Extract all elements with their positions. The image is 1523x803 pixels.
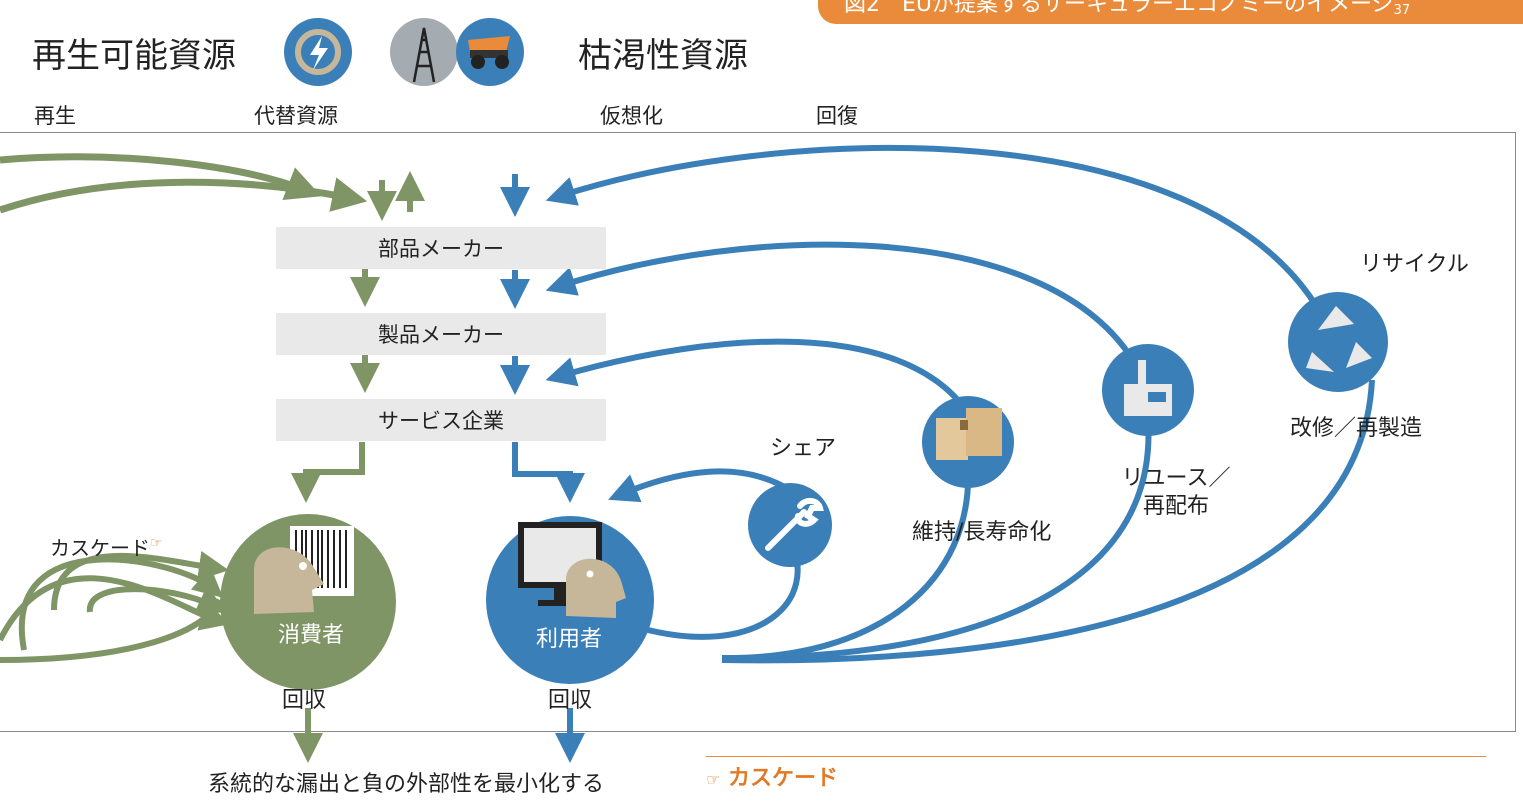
consumer-node: [220, 514, 396, 690]
reuse-label-line1: リユース／: [1121, 466, 1231, 491]
minimize-leakage-caption: 系統的な漏出と負の外部性を最小化する: [208, 772, 605, 797]
maintain-label: 維持/長寿命化: [912, 520, 1052, 545]
cascade-label: カスケード☞: [50, 532, 163, 561]
column-substitute: 代替資源: [254, 104, 338, 128]
consumer-label: 消費者: [278, 623, 345, 648]
cascade-note: ☞ カスケード: [706, 760, 838, 792]
note-divider: [706, 756, 1486, 757]
cascade-note-icon: ☞: [706, 770, 721, 789]
cascade-loops: [0, 550, 231, 663]
cascade-note-title: カスケード: [728, 766, 839, 791]
reuse-node: [1102, 344, 1194, 436]
blue-return-loops: [545, 144, 1375, 664]
collect-label-right: 回収: [548, 688, 593, 713]
renewable-energy-icon: [284, 18, 352, 86]
recycle-label: リサイクル: [1360, 252, 1469, 277]
renewable-inflow-arrows: [0, 153, 368, 214]
figure-title-footnote: 37: [1393, 3, 1411, 18]
collect-label-left: 回収: [282, 688, 327, 713]
depletable-resources-heading: 枯渇性資源: [578, 36, 748, 76]
cascade-text: カスケード: [50, 536, 150, 560]
share-label: シェア: [770, 436, 837, 461]
renewable-resources-heading: 再生可能資源: [32, 36, 236, 76]
column-restore: 回復: [816, 104, 858, 128]
product-maker-box: 製品メーカー: [276, 313, 606, 355]
column-virtualize: 仮想化: [600, 104, 663, 128]
recycle-node: [1288, 292, 1388, 392]
blue-down-arrows: [500, 174, 585, 763]
cascade-mark-icon: ☞: [150, 535, 163, 552]
refurbish-label: 改修／再製造: [1290, 416, 1423, 441]
mining-truck-icon: [456, 18, 524, 86]
green-down-arrows: [291, 171, 425, 763]
parts-maker-box: 部品メーカー: [276, 227, 606, 269]
maintain-node: [922, 396, 1014, 488]
user-node: [486, 516, 654, 684]
column-regenerate: 再生: [34, 104, 76, 128]
figure-title: 図2 EUが提案するサーキュラーエコノミーのイメージ: [844, 0, 1394, 17]
user-label: 利用者: [536, 627, 603, 652]
share-node: [748, 483, 832, 567]
reuse-label-line2: 再配布: [1142, 494, 1210, 519]
service-company-box: サービス企業: [276, 399, 606, 441]
oil-rig-icon: [390, 18, 458, 86]
diagram-frame: [0, 132, 1516, 732]
